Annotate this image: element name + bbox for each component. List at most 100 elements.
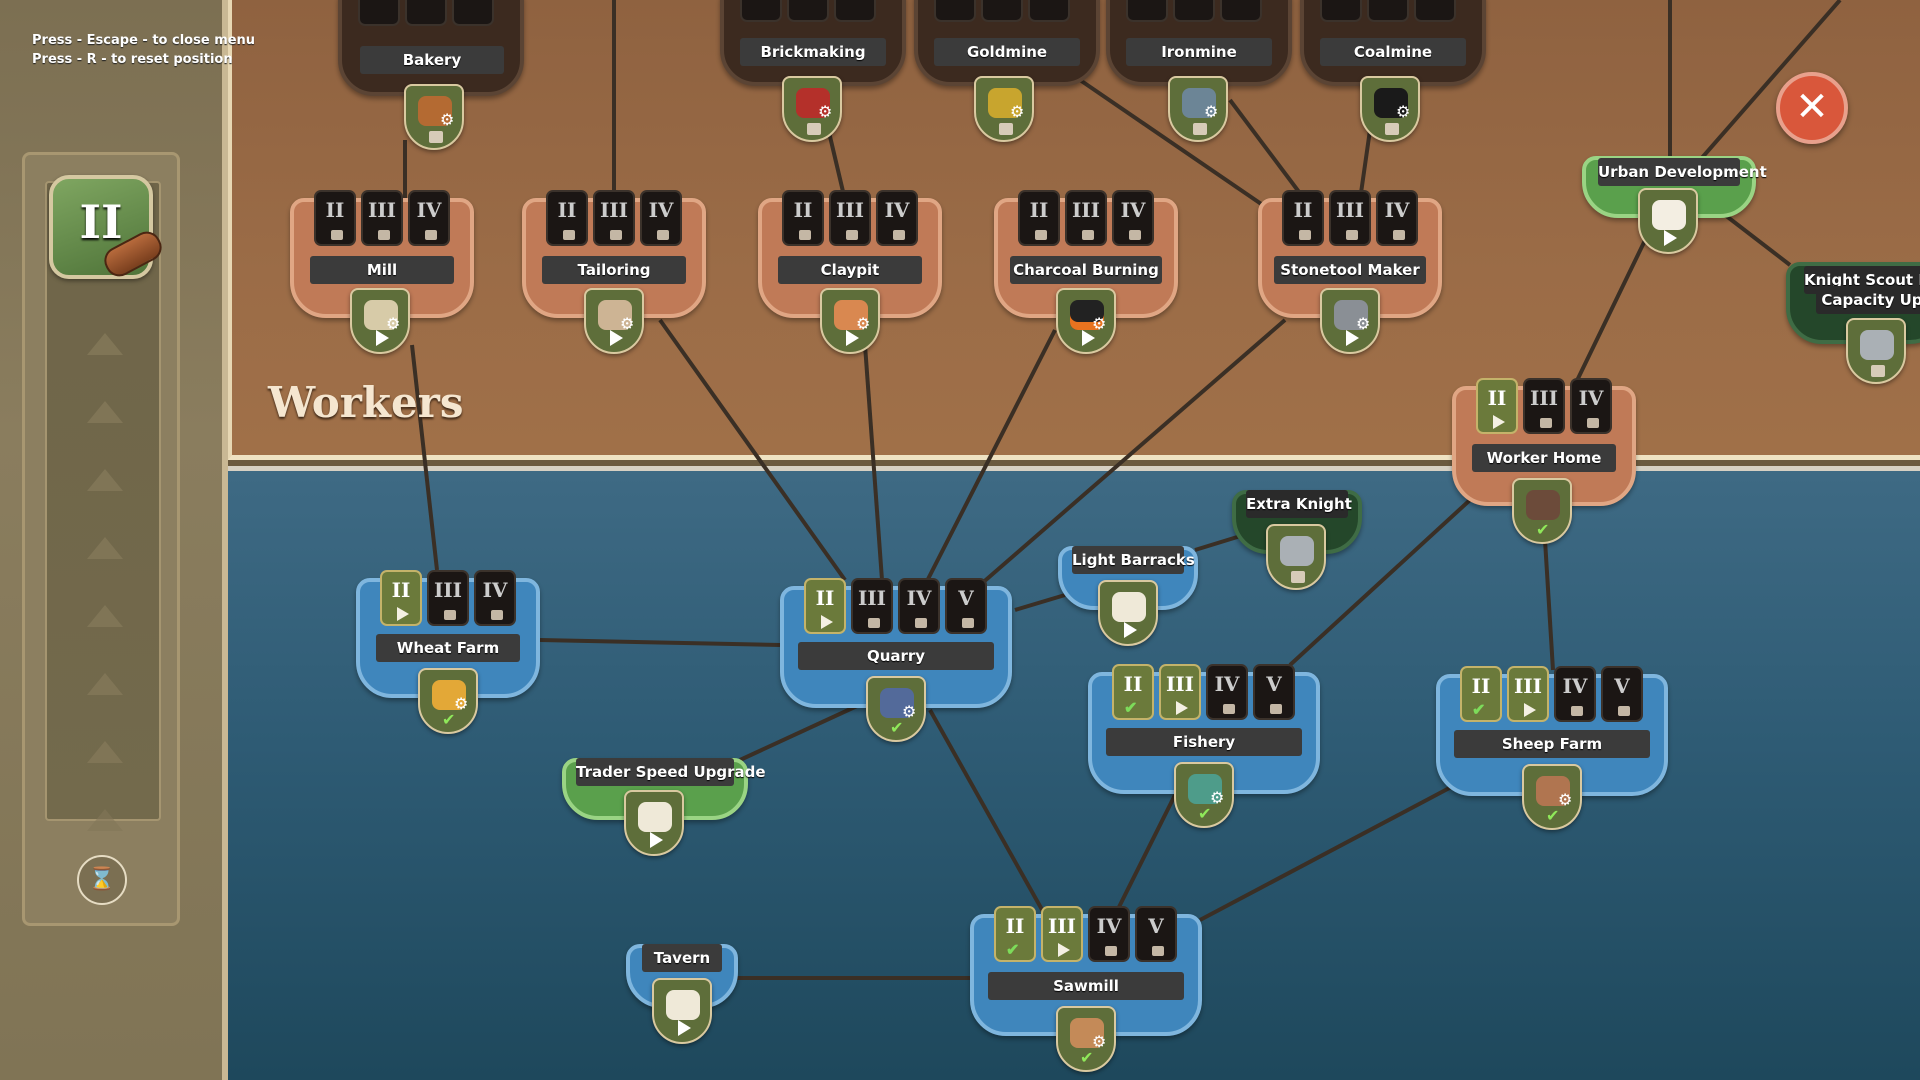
tier-level-slot[interactable]: IV: [474, 570, 516, 626]
tier-level-slot[interactable]: III: [1041, 906, 1083, 962]
tier-level-slot[interactable]: IV: [834, 0, 876, 22]
tier-track: II: [45, 175, 167, 831]
tier-level-slot[interactable]: III: [405, 0, 447, 26]
lock-icon: [807, 123, 821, 135]
tier-level-slot[interactable]: III: [427, 570, 469, 626]
tier-level-slot[interactable]: III: [1159, 664, 1201, 720]
tier-level-slot[interactable]: II: [1320, 0, 1362, 22]
tier-level-slot[interactable]: II: [380, 570, 422, 626]
tier-level-slot[interactable]: IV: [1088, 906, 1130, 962]
current-tier-numeral: II: [79, 195, 123, 249]
node-label: Capacity Upgr: [1816, 286, 1920, 314]
node-label: Tailoring: [542, 256, 686, 284]
tier-level-slot[interactable]: III: [361, 190, 403, 246]
close-menu-button[interactable]: ✕: [1776, 72, 1848, 144]
tier-arrow-icon: [87, 537, 123, 559]
lock-icon: [1193, 123, 1207, 135]
tier-level-slot[interactable]: IV: [1376, 190, 1418, 246]
node-label: Sawmill: [988, 972, 1184, 1000]
lock-icon: [1871, 365, 1885, 377]
tier-level-slot[interactable]: IV: [1554, 666, 1596, 722]
gear-icon: ⚙: [1010, 102, 1025, 121]
tier-side-panel: Press - Escape - to close menu Press - R…: [0, 0, 255, 1080]
play-icon: [1493, 415, 1505, 429]
tier-level-slot[interactable]: III: [1329, 190, 1371, 246]
node-shield: ⚙: [1320, 288, 1380, 354]
lock-icon: [1540, 418, 1552, 428]
gear-icon: ⚙: [818, 102, 833, 121]
charcoal-fire-icon: [1070, 300, 1104, 330]
tier-level-slot[interactable]: V: [1253, 664, 1295, 720]
tier-level-slot[interactable]: V: [945, 578, 987, 634]
tier-level-slot[interactable]: IV: [1028, 0, 1070, 22]
play-icon: [678, 1020, 691, 1036]
tier-arrow-icon: [87, 673, 123, 695]
tier-level-slot[interactable]: IV: [640, 190, 682, 246]
node-label: Charcoal Burning: [1010, 256, 1162, 284]
tier-level-slot[interactable]: V: [1601, 666, 1643, 722]
tier-level-slot[interactable]: III: [981, 0, 1023, 22]
tier-level-slot[interactable]: III: [593, 190, 635, 246]
knight-helmet-icon: [1860, 330, 1894, 360]
tier-level-slot[interactable]: II: [1126, 0, 1168, 22]
tier-level-slot[interactable]: II: [358, 0, 400, 26]
gear-icon: ⚙: [1092, 1032, 1107, 1051]
node-label: Bakery: [360, 46, 504, 74]
tier-level-slot[interactable]: III: [851, 578, 893, 634]
lock-icon: [1152, 946, 1164, 956]
tier-level-slot[interactable]: II✔: [1460, 666, 1502, 722]
node-label: Tavern: [642, 944, 722, 972]
tier-level-slot[interactable]: IV: [1206, 664, 1248, 720]
tier-level-slot[interactable]: III: [1507, 666, 1549, 722]
tier-level-slot[interactable]: IV: [1220, 0, 1262, 22]
tier-level-slot[interactable]: III: [787, 0, 829, 22]
help-escape-text: Press - Escape - to close menu: [32, 33, 256, 48]
check-icon: ✔: [442, 710, 456, 729]
tier-level-slot[interactable]: II: [740, 0, 782, 22]
node-shield: ⚙: [782, 76, 842, 142]
play-icon: [610, 330, 623, 346]
tier-level-slot[interactable]: II: [934, 0, 976, 22]
tier-level-slot[interactable]: IV: [452, 0, 494, 26]
tier-level-slot[interactable]: III: [1523, 378, 1565, 434]
tier-level-slot[interactable]: II: [546, 190, 588, 246]
tier-level-slot[interactable]: III: [829, 190, 871, 246]
tier-level-slot[interactable]: III: [1367, 0, 1409, 22]
tier-level-slot[interactable]: IV: [1112, 190, 1154, 246]
wool-spool-icon: [1536, 776, 1570, 806]
tier-level-slot[interactable]: II: [782, 190, 824, 246]
current-tier-badge[interactable]: II: [49, 175, 167, 282]
check-icon: ✔: [1198, 804, 1212, 823]
tier-level-slot[interactable]: II: [1018, 190, 1060, 246]
tier-level-slot[interactable]: II✔: [1112, 664, 1154, 720]
tier-level-slot[interactable]: IV: [876, 190, 918, 246]
tier-level-slot[interactable]: IV: [1414, 0, 1456, 22]
tier-level-slot[interactable]: V: [1135, 906, 1177, 962]
tier-arrow-icon: [87, 809, 123, 831]
tier-level-slot[interactable]: II: [1282, 190, 1324, 246]
tier-level-slot[interactable]: III: [1065, 190, 1107, 246]
node-shield: [1098, 580, 1158, 646]
play-icon: [1346, 330, 1359, 346]
tier-level-slot[interactable]: IV: [408, 190, 450, 246]
tier-level-slot[interactable]: II: [314, 190, 356, 246]
play-icon: [1082, 330, 1095, 346]
tier-level-slot[interactable]: III: [1173, 0, 1215, 22]
node-shield: [1266, 524, 1326, 590]
wood-plank-icon: [1070, 1018, 1104, 1048]
play-icon: [1058, 943, 1070, 957]
tier-level-slot[interactable]: II: [804, 578, 846, 634]
node-label: Urban Development: [1598, 158, 1767, 186]
tier-level-slot[interactable]: IV: [1570, 378, 1612, 434]
node-label: Wheat Farm: [376, 634, 520, 662]
check-icon: ✔: [1546, 806, 1560, 825]
node-shield: ⚙✔: [418, 668, 478, 734]
hourglass-reset-icon[interactable]: ⌛: [77, 855, 127, 905]
tier-level-slot[interactable]: II: [1476, 378, 1518, 434]
tier-level-slot[interactable]: II✔: [994, 906, 1036, 962]
tier-level-slot[interactable]: IV: [898, 578, 940, 634]
lock-icon: [491, 610, 503, 620]
